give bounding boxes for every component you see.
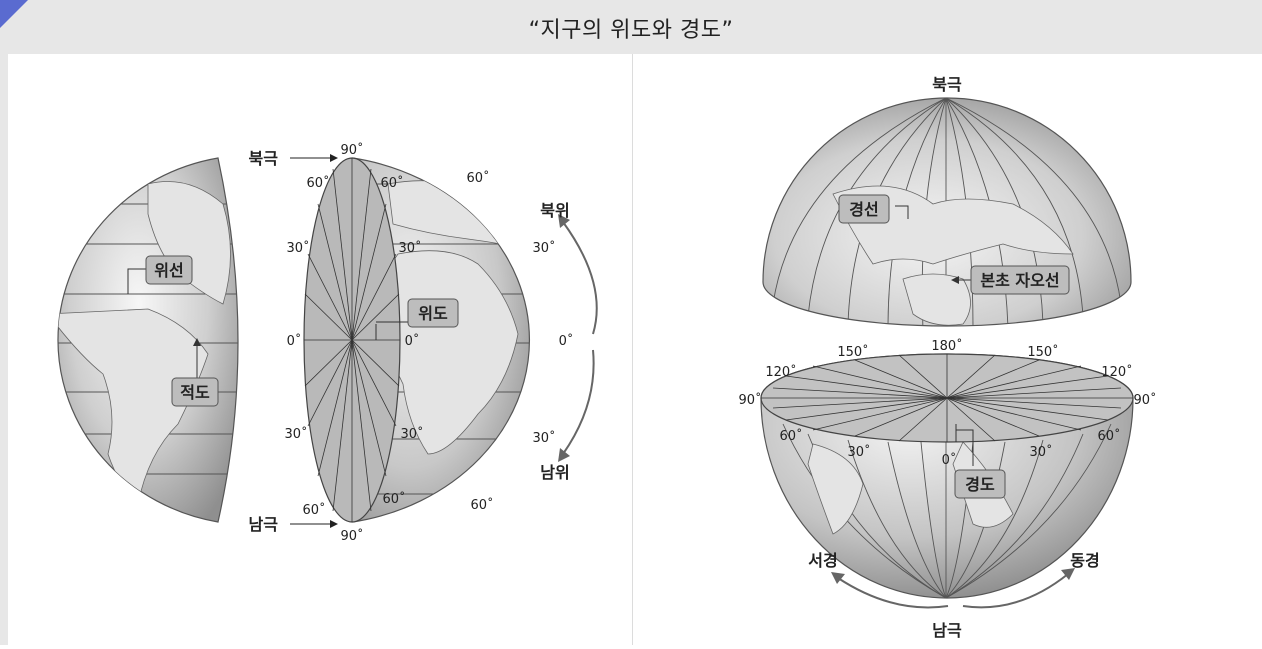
east-arrow-head — [1061, 568, 1075, 580]
equator-label: 적도 — [180, 383, 210, 402]
deg-label: 60˚ — [470, 497, 493, 513]
deg-label: 90˚ — [738, 392, 761, 408]
parallel-leader — [127, 268, 146, 294]
deg-label: 0˚ — [405, 333, 420, 349]
north-arrow-head — [558, 214, 570, 228]
western-hemisphere-half — [57, 157, 239, 523]
deg-label: 120˚ — [1101, 364, 1132, 380]
equator-label-box: 적도 — [171, 377, 219, 407]
cross-section-disc — [303, 157, 401, 523]
deg-label: 60˚ — [466, 170, 489, 186]
deg-label: 0˚ — [942, 452, 957, 468]
deg-label: 30˚ — [847, 444, 870, 460]
meridian-label-box: 경선 — [838, 194, 890, 224]
northern-hemisphere-cap — [762, 97, 1132, 327]
west-longitude-label: 서경 — [808, 551, 837, 570]
parallel-label-box: 위선 — [145, 255, 193, 285]
deg-label: 90˚ — [340, 528, 363, 544]
deg-label: 90˚ — [1133, 392, 1156, 408]
longitude-diagram: 경선 본초 자오선 경도 북극 남극 서경 동경 180˚ 150˚ 150˚ … — [738, 75, 1156, 640]
deg-label: 60˚ — [382, 491, 405, 507]
longitude-range-arc — [837, 573, 1069, 609]
east-longitude-label: 동경 — [1070, 551, 1099, 570]
west-arrow-head — [831, 572, 845, 584]
frame-edge — [0, 54, 8, 645]
deg-label: 0˚ — [559, 333, 574, 349]
deg-label: 60˚ — [779, 428, 802, 444]
latitude-label: 위도 — [418, 304, 448, 323]
latitude-diagram-panel: 위선 적도 위도 북극 남극 북위 남위 90˚ 90˚ 60˚ 60˚ 60˚… — [8, 54, 633, 645]
accent-corner — [0, 0, 28, 28]
deg-label: 30˚ — [400, 426, 423, 442]
longitude-diagram-panel: 경선 본초 자오선 경도 북극 남극 서경 동경 180˚ 150˚ 150˚ … — [633, 54, 1262, 645]
longitude-label: 경도 — [965, 475, 995, 494]
deg-label: 30˚ — [284, 426, 307, 442]
deg-label: 60˚ — [380, 175, 403, 191]
meridian-label: 경선 — [849, 200, 878, 219]
north-latitude-label: 북위 — [540, 201, 569, 220]
longitude-label-box: 경도 — [954, 469, 1006, 499]
deg-label: 30˚ — [532, 430, 555, 446]
deg-label: 0˚ — [287, 333, 302, 349]
title-bar: “지구의 위도와 경도” — [0, 0, 1262, 54]
deg-label: 90˚ — [340, 142, 363, 158]
meridian-leader — [895, 205, 909, 219]
prime-meridian-arrowhead — [951, 276, 959, 284]
latitude-label-box: 위도 — [407, 298, 459, 328]
deg-label: 30˚ — [1029, 444, 1052, 460]
south-arrow-head — [558, 448, 570, 462]
parallel-label: 위선 — [154, 261, 183, 280]
deg-label: 30˚ — [532, 240, 555, 256]
southern-hemisphere-bowl — [760, 353, 1134, 599]
latitude-range-arc — [562, 221, 598, 455]
deg-label: 60˚ — [1097, 428, 1120, 444]
south-latitude-label: 남위 — [540, 463, 569, 482]
longitude-leader — [956, 429, 974, 466]
longitude-rays — [761, 354, 1133, 442]
deg-label: 60˚ — [302, 502, 325, 518]
deg-label: 30˚ — [286, 240, 309, 256]
north-pole-label: 북극 — [932, 75, 962, 94]
south-pole-arrowhead — [330, 520, 338, 528]
equator-pointer-head — [193, 338, 201, 346]
south-pole-label: 남극 — [932, 621, 962, 640]
pole-pointers — [290, 157, 330, 525]
deg-label: 30˚ — [398, 240, 421, 256]
deg-label: 150˚ — [1027, 344, 1058, 360]
prime-meridian-label-box: 본초 자오선 — [970, 265, 1070, 295]
latitude-diagram: 위선 적도 위도 북극 남극 북위 남위 90˚ 90˚ 60˚ 60˚ 60˚… — [57, 142, 598, 544]
deg-label: 180˚ — [931, 338, 962, 354]
north-pole-arrowhead — [330, 154, 338, 162]
deg-label: 120˚ — [765, 364, 796, 380]
prime-meridian-label: 본초 자오선 — [980, 271, 1059, 290]
south-pole-label: 남극 — [249, 515, 279, 534]
deg-label: 60˚ — [306, 175, 329, 191]
page-title: “지구의 위도와 경도” — [528, 18, 734, 43]
north-pole-label: 북극 — [249, 149, 279, 168]
deg-label: 150˚ — [837, 344, 868, 360]
